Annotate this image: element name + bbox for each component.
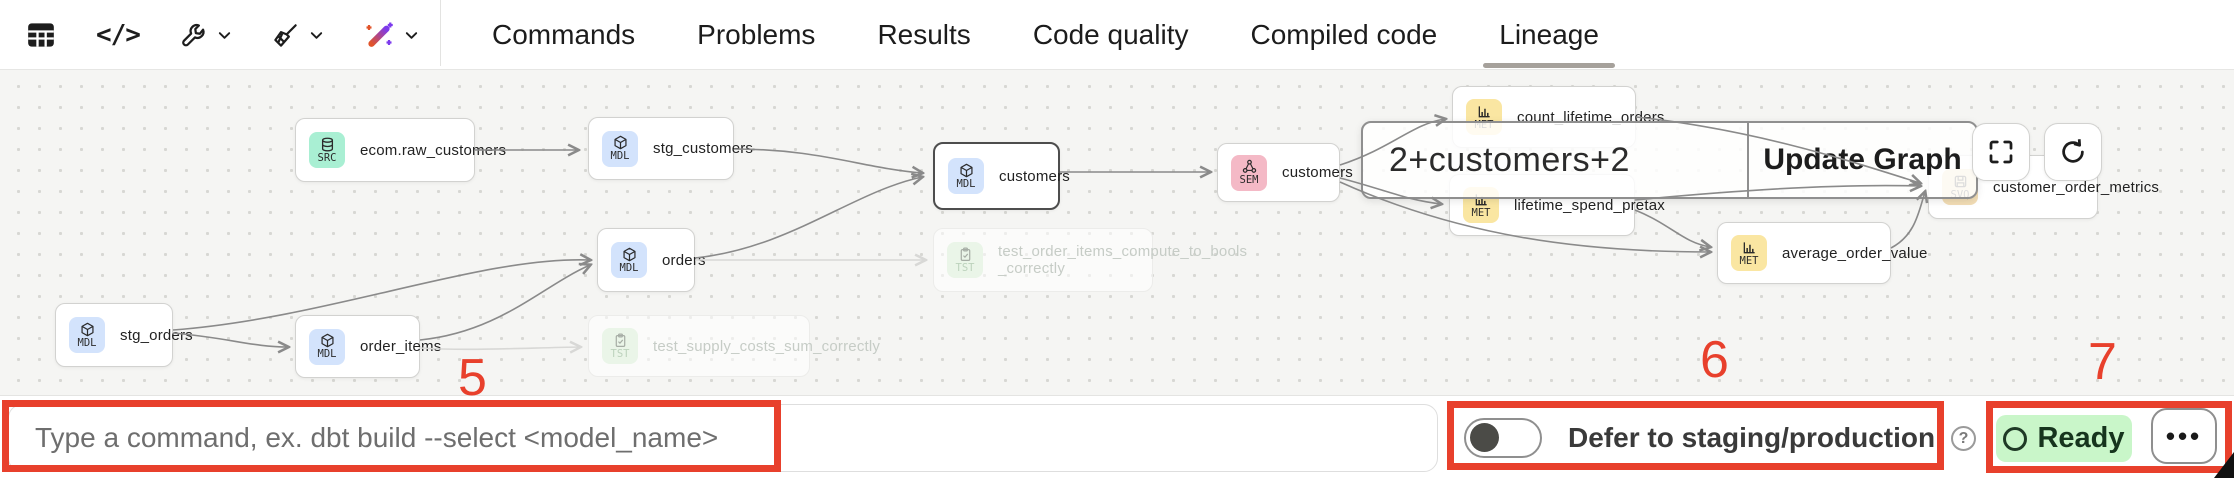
node-order-items[interactable]: MDL order_items: [295, 315, 441, 378]
node-orders[interactable]: MDL orders: [597, 228, 706, 292]
node-stg-customers[interactable]: MDL stg_customers: [588, 117, 753, 180]
cube-icon: [959, 163, 974, 178]
model-badge: MDL: [611, 242, 647, 278]
node-average-order-value[interactable]: MET average_order_value: [1717, 222, 1927, 284]
database-icon: [320, 137, 335, 152]
node-customers-semantic[interactable]: SEM customers: [1217, 143, 1353, 202]
model-badge: MDL: [602, 130, 638, 167]
panel-tabs: Commands Problems Results Code quality C…: [492, 0, 1615, 70]
bar-chart-icon: [1742, 240, 1757, 255]
status-badge[interactable]: Ready: [1996, 415, 2132, 462]
update-graph-button[interactable]: Update Graph: [1763, 143, 1962, 176]
toolbar-divider: [440, 0, 441, 66]
cube-icon: [80, 322, 95, 337]
refresh-button[interactable]: [2044, 123, 2102, 181]
overflow-menu-button[interactable]: •••: [2151, 408, 2217, 464]
cursor: [2214, 452, 2234, 478]
code-icon[interactable]: </>: [96, 20, 141, 50]
model-badge: MDL: [948, 158, 984, 194]
graph-icon: [1242, 159, 1257, 174]
cube-icon: [622, 247, 637, 262]
clipboard-icon: [613, 333, 628, 348]
command-bar: Defer to staging/production ? Ready •••: [0, 395, 2234, 478]
lineage-selector: 2+customers+2 Update Graph: [1361, 121, 1978, 199]
node-stg-orders[interactable]: MDL stg_orders: [55, 303, 193, 367]
panel-header: </> Commands Problems Results Code quali…: [0, 0, 2234, 70]
clipboard-icon: [958, 247, 973, 262]
tab-compiled-code[interactable]: Compiled code: [1250, 19, 1438, 50]
selector-input[interactable]: 2+customers+2: [1389, 140, 1630, 179]
node-test-supply-costs[interactable]: TST test_supply_costs_sum_correctly: [588, 315, 880, 377]
command-input[interactable]: [8, 404, 1438, 472]
tab-commands[interactable]: Commands: [492, 19, 636, 50]
lineage-canvas[interactable]: SRC ecom.raw_customers MDL stg_customers…: [0, 70, 2234, 395]
bar-chart-icon: [1477, 104, 1492, 119]
semantic-badge: SEM: [1231, 154, 1267, 191]
chevron-down-icon: [404, 28, 419, 43]
table-preview-button[interactable]: [26, 21, 56, 49]
model-badge: MDL: [69, 317, 105, 353]
fullscreen-button[interactable]: [1972, 123, 2030, 181]
toggle-knob: [1470, 423, 1499, 452]
fullscreen-icon: [1986, 137, 2016, 167]
status-circle-icon: [2003, 426, 2028, 451]
refresh-icon: [2058, 137, 2088, 167]
help-icon[interactable]: ?: [1951, 426, 1976, 451]
chevron-down-icon: [217, 28, 232, 43]
cube-icon: [613, 135, 628, 150]
tab-results[interactable]: Results: [877, 19, 971, 50]
cube-icon: [320, 333, 335, 348]
tab-problems[interactable]: Problems: [697, 19, 816, 50]
defer-label: Defer to staging/production: [1568, 422, 1936, 453]
metric-badge: MET: [1731, 235, 1767, 271]
tab-code-quality[interactable]: Code quality: [1032, 19, 1189, 50]
source-badge: SRC: [309, 132, 345, 168]
test-badge: TST: [602, 328, 638, 364]
wrench-icon: [180, 22, 207, 49]
model-badge: MDL: [309, 328, 345, 365]
node-customers-model[interactable]: MDL customers: [933, 142, 1070, 210]
node-test-order-items[interactable]: TST test_order_items_compute_to_bools_co…: [933, 228, 1247, 292]
chevron-down-icon: [309, 28, 324, 43]
node-ecom-raw-customers[interactable]: SRC ecom.raw_customers: [295, 118, 506, 182]
build-tools-button[interactable]: [180, 22, 232, 49]
test-badge: TST: [947, 242, 983, 278]
ai-assist-button[interactable]: [364, 20, 419, 50]
editor-toolbar: </>: [26, 0, 419, 70]
magic-wand-icon: [364, 20, 394, 50]
broom-icon: [272, 22, 299, 49]
defer-toggle[interactable]: [1464, 418, 1542, 458]
tab-lineage[interactable]: Lineage: [1483, 0, 1615, 70]
lint-tools-button[interactable]: [272, 22, 324, 49]
